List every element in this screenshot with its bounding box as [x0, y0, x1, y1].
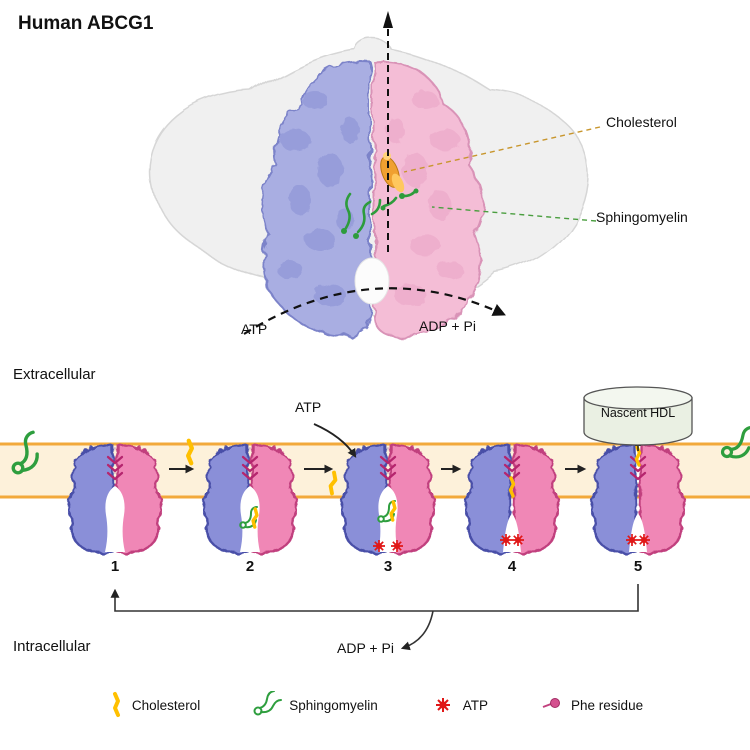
legend-label-atp: ATP [462, 697, 489, 713]
state-number-3: 3 [383, 558, 393, 575]
cryoem-structure [150, 11, 601, 337]
transporter-state-1 [69, 445, 161, 553]
transporter-state-4 [466, 445, 558, 553]
atp-label-mechanism: ATP [295, 399, 322, 415]
nascent-hdl-cylinder [583, 386, 693, 446]
cholesterol-density [380, 152, 405, 193]
monomer-a-texture [277, 91, 359, 306]
sphingomyelin-label: Sphingomyelin [596, 209, 688, 225]
legend-label-phe-residue: Phe residue [571, 697, 644, 713]
adp-pi-label-structure: ADP + Pi [419, 318, 476, 334]
state-number-1: 1 [110, 558, 120, 575]
legend-item-phe-residue: Phe residue [540, 691, 643, 719]
sphingomyelin-density [341, 188, 419, 239]
extracellular-label: Extracellular [13, 366, 96, 383]
intracellular-label: Intracellular [13, 638, 91, 655]
cholesterol-icon [188, 441, 192, 464]
atp-binding-arrow [313, 423, 357, 458]
adp-pi-label-mechanism: ADP + Pi [337, 640, 394, 656]
atp-label-structure: ATP [241, 321, 268, 337]
legend: Cholesterol Sphingomyelin ATP Phe residu… [0, 691, 750, 719]
sphingomyelin-leader-line [431, 206, 597, 222]
cholesterol-icon [112, 692, 120, 717]
cavity-hole [354, 257, 390, 305]
cholesterol-label: Cholesterol [606, 114, 677, 130]
legend-label-sphingomyelin: Sphingomyelin [289, 697, 378, 713]
cycle-reset-arrow [110, 584, 639, 612]
nascent-hdl-label: Nascent HDL [600, 406, 676, 420]
state-number-5: 5 [633, 558, 643, 575]
state-number-2: 2 [245, 558, 255, 575]
transporter-state-5 [592, 439, 684, 553]
transporter-state-2 [204, 445, 296, 553]
legend-item-atp: ATP [430, 691, 488, 719]
state-number-4: 4 [507, 558, 517, 575]
transporter-state-3 [342, 445, 434, 553]
atp-icon [435, 698, 450, 712]
symmetry-axis-arrow [383, 11, 393, 252]
mechanism-panel [0, 386, 750, 651]
sphingomyelin-icon [253, 691, 283, 716]
legend-label-cholesterol: Cholesterol [131, 697, 201, 713]
legend-item-cholesterol: Cholesterol [107, 691, 200, 719]
cholesterol-leader-line [403, 126, 601, 173]
adp-release-arrow [400, 610, 434, 651]
legend-item-sphingomyelin: Sphingomyelin [252, 691, 378, 719]
phe-residue-icon [542, 698, 561, 708]
figure-title: Human ABCG1 [18, 13, 154, 34]
